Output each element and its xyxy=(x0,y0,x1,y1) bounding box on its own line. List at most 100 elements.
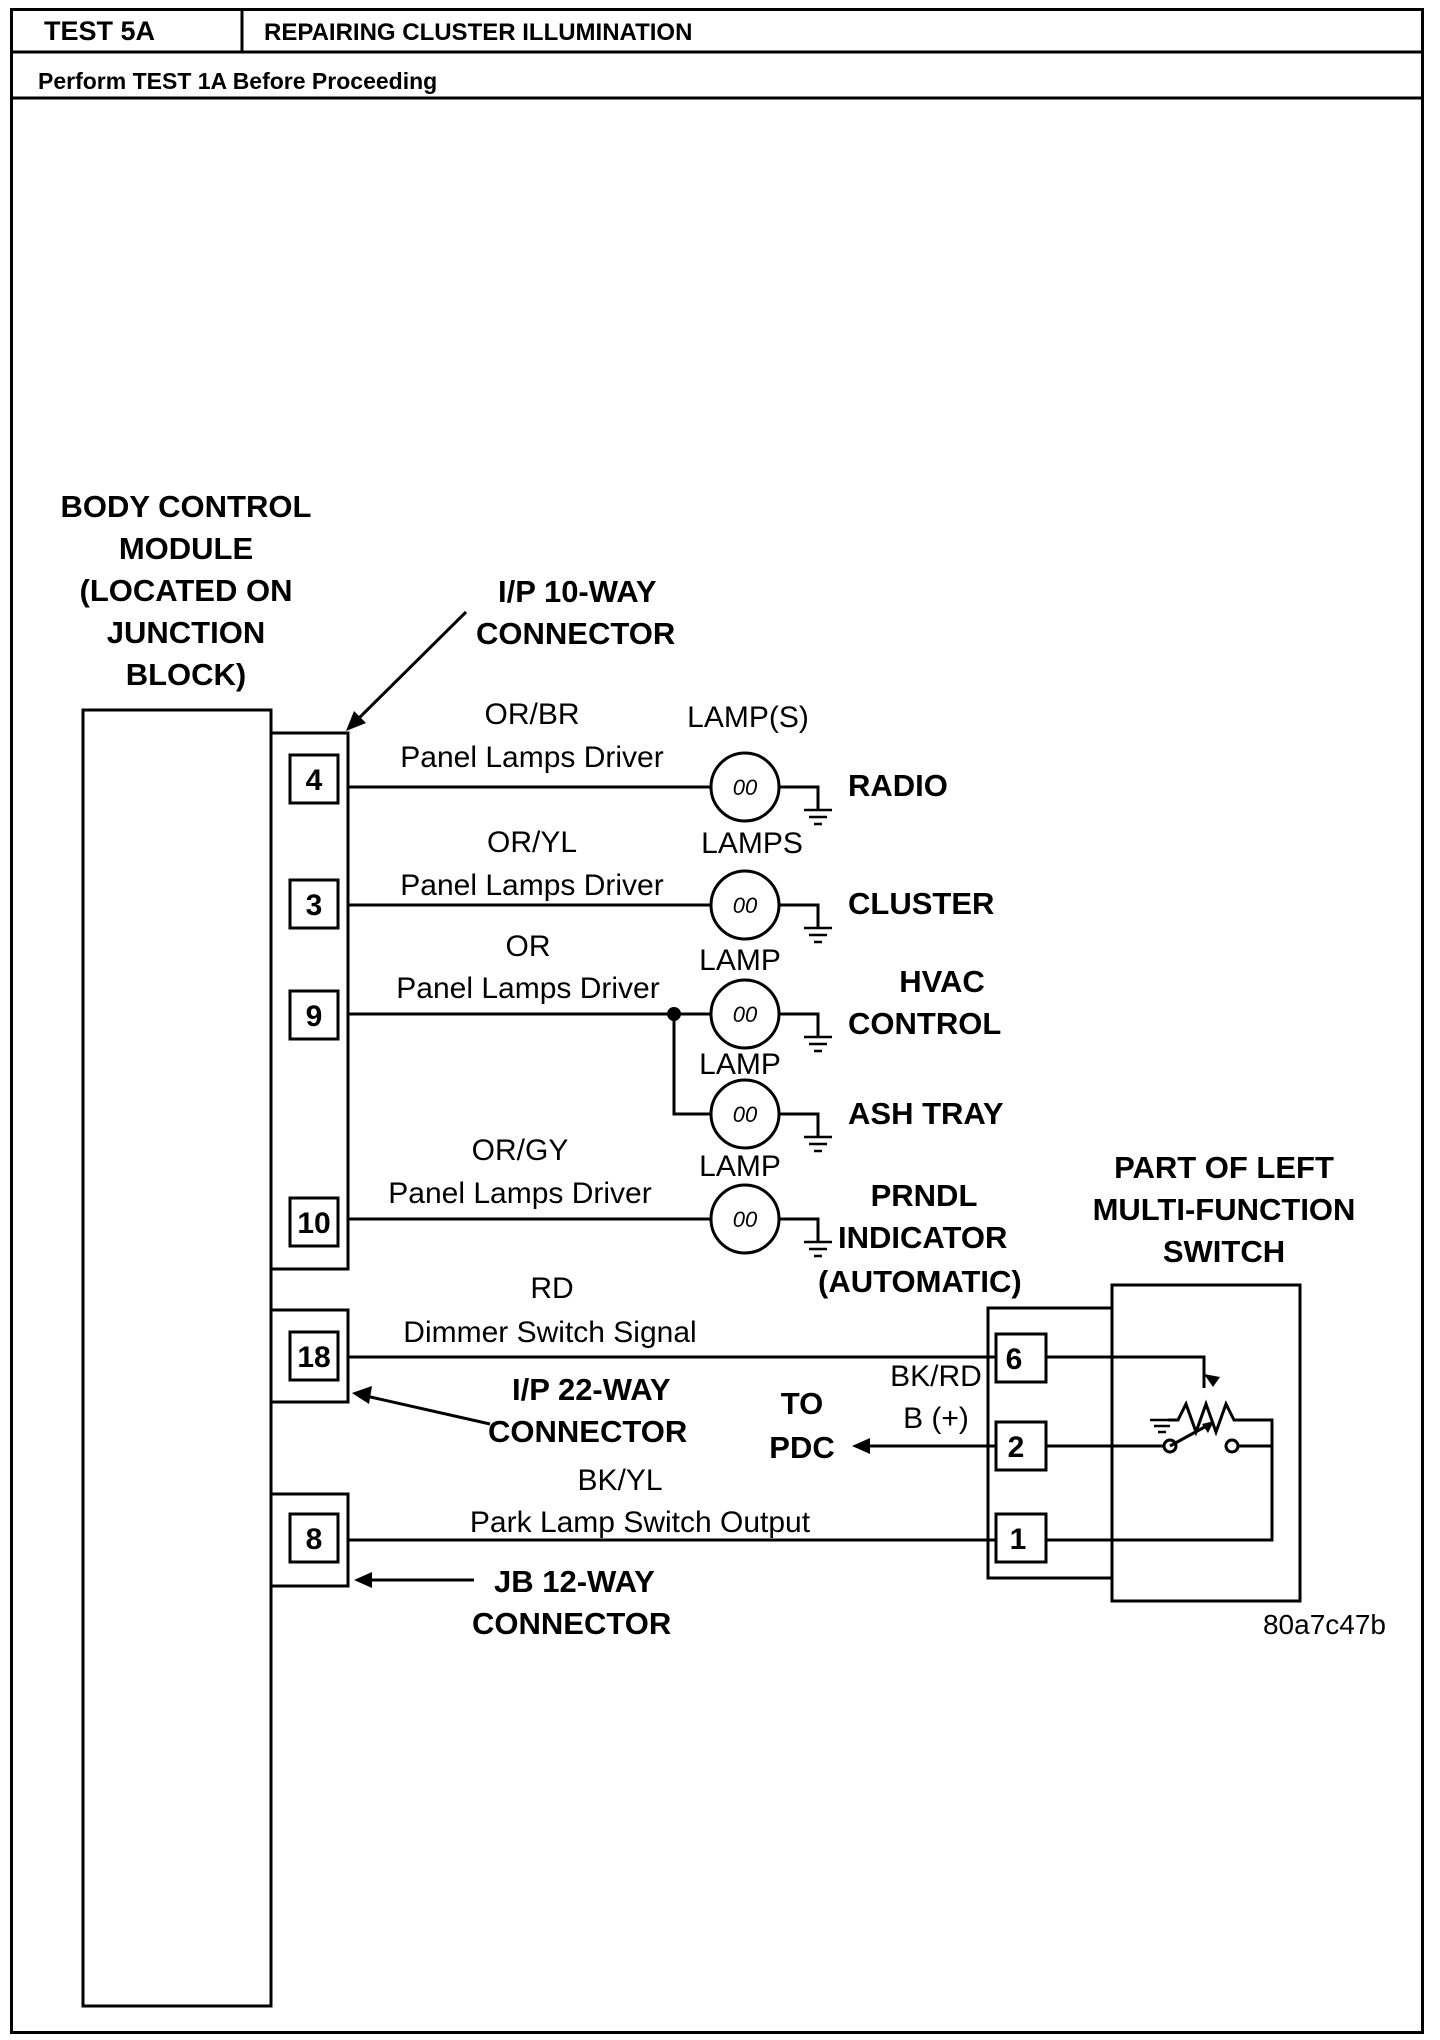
ground-lead-prndl xyxy=(779,1217,820,1242)
wire-color-label: BK/YL xyxy=(577,1464,662,1497)
switch-wire-1 xyxy=(1046,1444,1274,1542)
bcm-box xyxy=(81,708,273,2008)
circuit-description: Panel Lamps Driver xyxy=(388,1177,651,1210)
lamp-caption: LAMPS xyxy=(701,827,803,860)
wire-color-label: OR/YL xyxy=(487,826,577,859)
arrowhead-wiper xyxy=(1204,1374,1220,1387)
jb12-label: CONNECTOR xyxy=(472,1606,671,1641)
pdc-label: PDC xyxy=(769,1430,834,1465)
bcm-label-line: JUNCTION xyxy=(107,615,265,650)
circuit-description: Panel Lamps Driver xyxy=(396,972,659,1005)
page-frame xyxy=(10,8,1424,2034)
arrowheads xyxy=(346,711,1220,1588)
switch-wire-6 xyxy=(1046,1355,1206,1388)
lamp-caption: LAMP xyxy=(699,1048,781,1081)
pin-number: 6 xyxy=(1006,1343,1023,1376)
lamp-caption: LAMP xyxy=(699,1150,781,1183)
ground-icon xyxy=(804,1240,832,1258)
pin-box-18 xyxy=(288,1330,340,1382)
pin-number: 9 xyxy=(306,1000,323,1033)
circuit-description: Dimmer Switch Signal xyxy=(403,1316,696,1349)
pin-number: 18 xyxy=(297,1341,330,1374)
wire-color-label: OR xyxy=(506,930,551,963)
load-label-prndl: PRNDL xyxy=(871,1178,978,1213)
test-id: TEST 5A xyxy=(44,16,155,46)
circuit-description: Panel Lamps Driver xyxy=(400,869,663,902)
load-label-ash-tray: ASH TRAY xyxy=(848,1096,1004,1131)
ground-symbols xyxy=(804,808,832,1258)
arrowhead-ip22 xyxy=(352,1386,372,1404)
pin-number: 8 xyxy=(306,1523,323,1556)
ip10-connector-shell xyxy=(269,731,350,1271)
rheostat-lead xyxy=(1240,1418,1274,1446)
switch-contact-right xyxy=(1224,1438,1240,1454)
bcm-label-line: MODULE xyxy=(119,531,253,566)
arrowhead-switch xyxy=(1202,1421,1214,1433)
wire-color-label: OR/GY xyxy=(472,1134,569,1167)
lamp-filament: 00 xyxy=(733,775,758,800)
pin-box-3 xyxy=(288,878,340,930)
load-label-hvac: HVAC xyxy=(899,964,985,999)
switch-label: SWITCH xyxy=(1163,1234,1285,1269)
ground-icon xyxy=(804,926,832,944)
test-instruction: Perform TEST 1A Before Proceeding xyxy=(38,68,437,94)
switch-label: MULTI-FUNCTION xyxy=(1093,1192,1356,1227)
switch-label: PART OF LEFT xyxy=(1114,1150,1334,1185)
arrow-ip10 xyxy=(350,610,468,727)
arrowhead-jb12 xyxy=(354,1572,372,1588)
pin-number: 4 xyxy=(306,764,323,797)
ground-icon xyxy=(804,808,832,826)
ground-lead-cluster xyxy=(779,903,820,928)
load-label-prndl: INDICATOR xyxy=(838,1220,1007,1255)
ip10-label: CONNECTOR xyxy=(476,616,675,651)
pin-number: 1 xyxy=(1010,1523,1027,1556)
circuit-description: Panel Lamps Driver xyxy=(400,741,663,774)
wire-color-label: BK/RD xyxy=(890,1360,982,1393)
rheostat-icon xyxy=(1168,1399,1240,1437)
load-label-hvac: CONTROL xyxy=(848,1006,1001,1041)
arrowhead-pdc xyxy=(852,1438,870,1454)
switch-contact-left xyxy=(1162,1438,1178,1454)
load-label-cluster: CLUSTER xyxy=(848,886,994,921)
multi-function-switch-box xyxy=(1110,1283,1302,1603)
circuit-description: Park Lamp Switch Output xyxy=(470,1506,811,1539)
wire-color-label: OR/BR xyxy=(484,698,579,731)
lamp-filament: 00 xyxy=(733,893,758,918)
bcm-label-line: BLOCK) xyxy=(126,657,247,692)
pin-box-10 xyxy=(288,1196,340,1248)
lamp-caption: LAMP(S) xyxy=(687,701,809,734)
bcm-label-line: BODY CONTROL xyxy=(61,489,312,524)
ip10-label: I/P 10-WAY xyxy=(498,574,657,609)
pin-number: 3 xyxy=(306,889,323,922)
pin-number: 10 xyxy=(297,1207,330,1240)
lamp-caption: LAMP xyxy=(699,944,781,977)
pdc-label: TO xyxy=(781,1386,824,1421)
load-label-prndl: (AUTOMATIC) xyxy=(818,1264,1022,1299)
pin-number: 2 xyxy=(1008,1431,1025,1464)
ground-icon xyxy=(1150,1418,1174,1434)
lamp-filament: 00 xyxy=(733,1207,758,1232)
ground-lead-hvac xyxy=(779,1012,820,1037)
pin-box-8 xyxy=(288,1512,340,1564)
ip22-label: I/P 22-WAY xyxy=(512,1372,671,1407)
ground-icon xyxy=(804,1035,832,1053)
ground-icon xyxy=(804,1135,832,1153)
load-label-radio: RADIO xyxy=(848,768,948,803)
ip22-label: CONNECTOR xyxy=(488,1414,687,1449)
test-title: REPAIRING CLUSTER ILLUMINATION xyxy=(264,19,692,46)
bcm-label-line: (LOCATED ON xyxy=(80,573,293,608)
pin-box-9 xyxy=(288,989,340,1041)
switch-blade xyxy=(1169,1422,1211,1448)
arrow-ip22 xyxy=(365,1394,491,1426)
wire-or-branch xyxy=(672,1014,711,1116)
splice-dot xyxy=(667,1007,681,1021)
jb12-label: JB 12-WAY xyxy=(494,1564,655,1599)
arrowhead-ip10 xyxy=(346,711,366,731)
lamp-filament: 00 xyxy=(733,1002,758,1027)
pin-box-1 xyxy=(994,1512,1048,1564)
circuit-description: B (+) xyxy=(903,1402,969,1435)
figure-id: 80a7c47b xyxy=(1263,1609,1386,1640)
lamp-filament: 00 xyxy=(733,1102,758,1127)
ground-lead-radio xyxy=(779,785,820,810)
